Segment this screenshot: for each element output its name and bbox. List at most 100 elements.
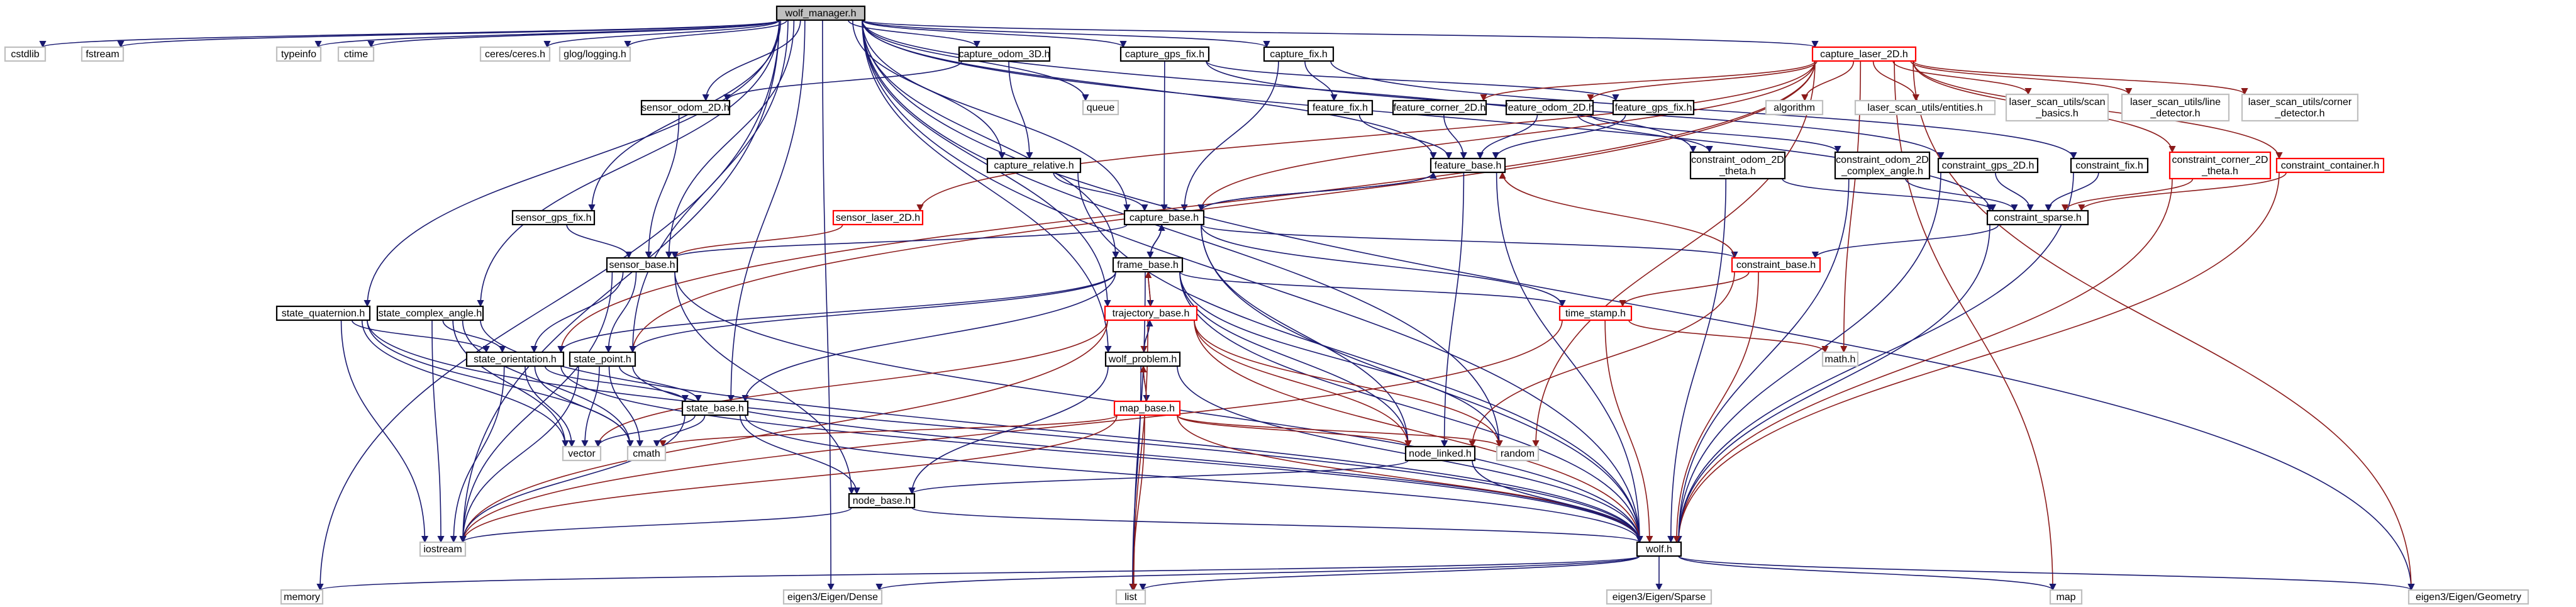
node-box — [1937, 157, 2039, 174]
node-label: constraint_corner_2D — [2172, 155, 2268, 165]
node-node-base[interactable]: node_base.h — [848, 493, 916, 509]
node-feature-gps-fix[interactable]: feature_gps_fix.h — [1612, 99, 1695, 116]
node-capture-laser-2D[interactable]: capture_laser_2D.h — [1811, 46, 1917, 62]
node-label: feature_gps_fix.h — [1615, 103, 1692, 113]
edge-frame_base-to-wolf — [1179, 271, 1643, 543]
node-feature-base[interactable]: feature_base.h — [1430, 157, 1506, 174]
edge-state_complex_angle-to-iostream — [431, 320, 445, 543]
node-ls-scan-basics: laser_scan_utils/scan_basics.h — [2005, 93, 2109, 122]
node-time-stamp[interactable]: time_stamp.h — [1558, 305, 1633, 321]
node-queue: queue — [1082, 99, 1119, 116]
node-label: capture_odom_3D.h — [959, 49, 1050, 60]
node-constraint-base[interactable]: constraint_base.h — [1731, 257, 1821, 273]
edge-state_base-to-cmath — [653, 415, 706, 448]
node-label: constraint_base.h — [1736, 260, 1816, 270]
node-state-complex-angle[interactable]: state_complex_angle.h — [376, 305, 484, 321]
node-label: laser_scan_utils/entities.h — [1867, 103, 1982, 113]
node-capture-odom-3D[interactable]: capture_odom_3D.h — [958, 46, 1051, 62]
node-label: _theta.h — [2201, 166, 2238, 177]
node-sensor-odom-2D[interactable]: sensor_odom_2D.h — [640, 99, 731, 116]
node-label: cstdlib — [11, 49, 39, 60]
edge-wolf_manager-to-wolf — [862, 19, 1643, 543]
node-constraint-odom-2D-complex[interactable]: constraint_odom_2D_complex_angle.h — [1834, 151, 1931, 180]
node-fstream: fstream — [80, 46, 125, 62]
node-sensor-base[interactable]: sensor_base.h — [606, 257, 679, 273]
edge-wolf_manager-to-fstream — [117, 19, 780, 48]
edge-wolf_manager-to-capture_laser_2D — [862, 19, 1818, 48]
node-label: sensor_gps_fix.h — [516, 213, 592, 223]
node-sensor-gps-fix[interactable]: sensor_gps_fix.h — [511, 209, 596, 226]
node-sensor-laser-2D[interactable]: sensor_laser_2D.h — [832, 209, 924, 226]
node-feature-fix[interactable]: feature_fix.h — [1307, 99, 1374, 116]
edge-wolf_manager-to-sensor_base — [665, 19, 795, 259]
node-label: laser_scan_utils/corner — [2248, 97, 2352, 108]
edge-node_linked-to-wolf — [1472, 460, 1643, 543]
node-cmath: cmath — [626, 445, 667, 462]
node-box — [1558, 305, 1633, 321]
node-label: list — [1124, 592, 1137, 603]
node-eigen-dense: eigen3/Eigen/Dense — [782, 589, 883, 605]
edge-sensor_gps_fix-to-sensor_base — [566, 224, 633, 259]
node-label: sensor_odom_2D.h — [641, 103, 730, 113]
edge-constraint_odom_2D_complex-to-wolf — [1675, 178, 1850, 543]
edge-constraint_base-to-time_stamp — [1619, 271, 1750, 308]
node-box — [2275, 157, 2385, 174]
node-box — [558, 46, 631, 62]
edge-constraint_container-to-wolf — [1675, 172, 2280, 543]
edge-capture_laser_2D-to-capture_base — [1197, 60, 1816, 212]
edge-time_stamp-to-wolf — [1604, 320, 1653, 543]
edge-frame_base-to-state_base — [741, 271, 1116, 403]
node-constraint-gps-2D[interactable]: constraint_gps_2D.h — [1937, 157, 2039, 174]
edge-feature_base-to-node_linked — [1441, 172, 1465, 448]
node-ls-corner-detector: laser_scan_utils/corner_detector.h — [2241, 93, 2359, 122]
edge-map_base-to-iostream — [459, 415, 1118, 543]
edge-sensor_base-to-node_base — [674, 271, 855, 495]
node-box — [275, 46, 322, 62]
edge-capture_base-to-sensor_base — [671, 224, 1128, 259]
node-state-base[interactable]: state_base.h — [681, 400, 749, 416]
edge-state_orientation-to-vector — [525, 365, 575, 448]
node-feature-corner-2D[interactable]: feature_corner_2D.h — [1392, 99, 1487, 116]
edge-constraint_gps_2D-to-wolf — [1675, 172, 1941, 543]
node-feature-odom-2D[interactable]: feature_odom_2D.h — [1505, 99, 1594, 116]
node-constraint-odom-2D-theta[interactable]: constraint_odom_2D_theta.h — [1689, 151, 1786, 180]
edge-state_point-to-state_base — [619, 365, 702, 403]
node-label: state_quaternion.h — [282, 308, 365, 319]
node-wolf-manager[interactable]: wolf_manager.h — [775, 5, 866, 21]
node-wolf-problem[interactable]: wolf_problem.h — [1104, 351, 1181, 367]
node-capture-relative[interactable]: capture_relative.h — [986, 157, 1082, 174]
node-state-quaternion[interactable]: state_quaternion.h — [275, 305, 371, 321]
edge-capture_fix-to-feature_fix — [1304, 60, 1338, 102]
node-label: trajectory_base.h — [1113, 308, 1190, 319]
node-box — [2049, 589, 2083, 605]
node-constraint-sparse[interactable]: constraint_sparse.h — [1986, 209, 2089, 226]
node-constraint-fix[interactable]: constraint_fix.h — [2070, 157, 2149, 174]
edge-wolf_manager-to-eigen_geometry — [862, 19, 2415, 591]
edge-wolf_manager-to-capture_odom_3D — [848, 19, 980, 48]
node-label: queue — [1087, 103, 1115, 113]
node-node-linked[interactable]: node_linked.h — [1404, 445, 1476, 462]
node-box — [1689, 151, 1786, 180]
node-label: map_base.h — [1119, 403, 1175, 414]
node-label: math.h — [1825, 354, 1856, 365]
edge-trajectory_base-to-random — [1194, 320, 1503, 448]
node-state-point[interactable]: state_point.h — [569, 351, 636, 367]
node-box — [782, 589, 883, 605]
node-map-base[interactable]: map_base.h — [1113, 400, 1181, 416]
node-capture-base[interactable]: capture_base.h — [1123, 209, 1205, 226]
node-capture-gps-fix[interactable]: capture_gps_fix.h — [1119, 46, 1210, 62]
edge-capture_base-to-time_stamp — [1201, 224, 1566, 308]
node-constraint-corner-2D[interactable]: constraint_corner_2D_theta.h — [2168, 151, 2272, 180]
edge-capture_odom_3D-to-sensor_odom_2D — [723, 60, 962, 102]
node-state-orientation[interactable]: state_orientation.h — [465, 351, 565, 367]
edge-state_orientation-to-state_base — [544, 365, 689, 403]
edge-capture_fix-to-capture_base — [1180, 60, 1279, 212]
node-trajectory-base[interactable]: trajectory_base.h — [1104, 305, 1198, 321]
node-constraint-container[interactable]: constraint_container.h — [2275, 157, 2385, 174]
node-frame-base[interactable]: frame_base.h — [1112, 257, 1184, 273]
node-vector: vector — [562, 445, 602, 462]
node-box — [511, 209, 596, 226]
node-wolf[interactable]: wolf.h — [1636, 541, 1682, 557]
node-capture-fix[interactable]: capture_fix.h — [1263, 46, 1335, 62]
edge-capture_gps_fix-to-feature_gps_fix — [1206, 60, 1619, 102]
